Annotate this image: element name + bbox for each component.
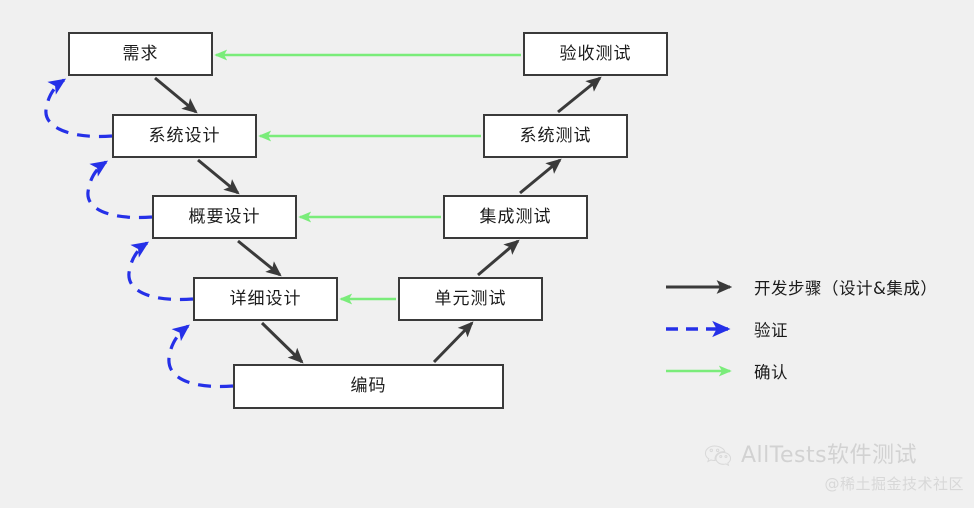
watermark-main-line: AllTests软件测试 xyxy=(704,444,966,468)
edge-coding-to-unit-test xyxy=(432,321,474,364)
node-system-test-label: 系统测试 xyxy=(519,125,592,146)
verification-edges xyxy=(44,78,234,389)
edge-requirements-to-system-design xyxy=(154,76,198,114)
legend-label-verification: 验证 xyxy=(754,321,788,340)
node-unit-test-label: 单元测试 xyxy=(434,288,507,309)
node-outline-design-label: 概要设计 xyxy=(188,206,261,227)
watermark: AllTests软件测试 @稀土掘金技术社区 xyxy=(704,444,966,494)
legend: 开发步骤（设计&集成） 验证 确认 xyxy=(664,266,964,392)
node-requirements[interactable]: 需求 xyxy=(68,32,213,76)
legend-label-development: 开发步骤（设计&集成） xyxy=(754,279,938,298)
node-acceptance-test[interactable]: 验收测试 xyxy=(523,32,668,76)
node-system-test[interactable]: 系统测试 xyxy=(483,114,628,158)
edge-coding-to-detailed-design-verify xyxy=(167,324,234,389)
edge-outline-design-to-detailed-design xyxy=(237,239,282,277)
edge-detailed-design-to-coding xyxy=(260,321,304,364)
legend-item-verification: 验证 xyxy=(664,308,964,350)
watermark-title: AllTests软件测试 xyxy=(741,443,918,468)
node-integration-test[interactable]: 集成测试 xyxy=(443,195,588,239)
validation-edges xyxy=(214,49,521,305)
legend-item-development: 开发步骤（设计&集成） xyxy=(664,266,964,308)
development-edges xyxy=(154,76,602,364)
legend-label-validation: 确认 xyxy=(754,363,788,382)
edge-system-test-to-acceptance-test xyxy=(557,76,602,114)
node-requirements-label: 需求 xyxy=(122,43,159,64)
node-detailed-design[interactable]: 详细设计 xyxy=(193,277,338,321)
edge-integration-test-to-system-test xyxy=(519,158,562,195)
legend-swatch-development-arrow xyxy=(666,280,733,294)
edge-detailed-design-to-outline-design-verify xyxy=(127,241,194,302)
node-integration-test-label: 集成测试 xyxy=(479,206,552,227)
edge-unit-test-to-integration-test xyxy=(477,239,520,277)
edge-system-design-to-outline-design xyxy=(197,158,240,195)
legend-swatch-verification-arrow xyxy=(666,320,731,338)
node-system-design[interactable]: 系统设计 xyxy=(112,114,257,158)
node-outline-design[interactable]: 概要设计 xyxy=(152,195,297,239)
legend-item-validation: 确认 xyxy=(664,350,964,392)
node-unit-test[interactable]: 单元测试 xyxy=(398,277,543,321)
watermark-subtitle: @稀土掘金技术社区 xyxy=(824,475,964,493)
node-system-design-label: 系统设计 xyxy=(148,125,221,146)
node-coding[interactable]: 编码 xyxy=(233,364,504,409)
node-detailed-design-label: 详细设计 xyxy=(229,288,302,309)
node-coding-label: 编码 xyxy=(350,376,387,396)
edge-outline-design-to-system-design-verify xyxy=(86,160,153,220)
wechat-icon xyxy=(704,445,732,467)
node-acceptance-test-label: 验收测试 xyxy=(559,43,632,64)
edge-system-design-to-requirements-verify xyxy=(44,78,113,139)
legend-swatch-validation-arrow xyxy=(666,365,732,377)
